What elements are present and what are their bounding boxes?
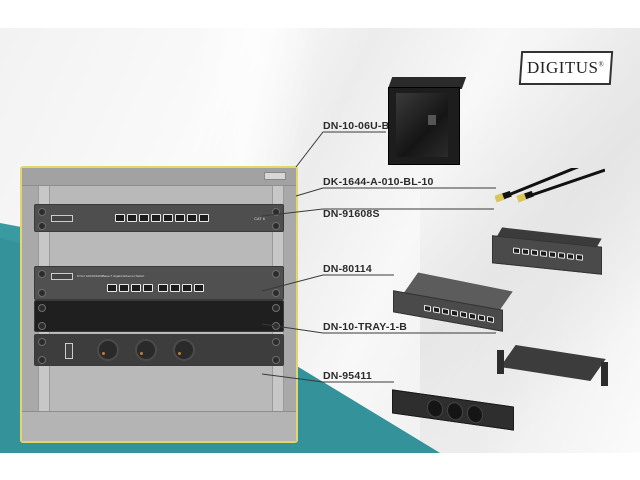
- rj45-port-icon: [119, 284, 129, 292]
- rj45-port-icon: [469, 312, 476, 320]
- callout-leader-lines: [261, 131, 496, 383]
- switch-ports: [424, 304, 494, 324]
- product-tray-image: [495, 340, 617, 392]
- screw-icon: [272, 222, 280, 230]
- rack-pdu: [34, 334, 284, 366]
- patch-panel-caption: CAT 6: [254, 216, 265, 221]
- rj45-port-icon: [170, 284, 180, 292]
- callout-label-tray: DN-10-TRAY-1-B: [323, 321, 408, 333]
- rack-brand-badge: [264, 172, 286, 180]
- brand-plate: [51, 215, 73, 222]
- rj45-port-icon: [175, 214, 185, 222]
- rj45-port-icon: [451, 309, 458, 317]
- screw-icon: [272, 304, 280, 312]
- rack-cabinet: CAT 6 8 Port 10/100/1000Base-T Gigabit E…: [20, 166, 298, 443]
- rj45-port-icon: [576, 254, 583, 261]
- rj45-port-icon: [478, 314, 485, 322]
- rj45-port-icon: [158, 284, 168, 292]
- screw-icon: [38, 222, 46, 230]
- screw-icon: [38, 289, 46, 297]
- product-pdu-image: [392, 389, 520, 436]
- callout-label-switch: DN-80114: [323, 263, 372, 275]
- rj45-port-icon: [549, 251, 556, 258]
- rj45-port-icon: [163, 214, 173, 222]
- rack-tray: [34, 300, 284, 332]
- rj45-port-icon: [442, 307, 449, 316]
- power-socket-icon: [447, 401, 463, 422]
- lock-icon: [428, 115, 436, 125]
- rj45-port-icon: [558, 252, 565, 259]
- patch-panel-ports: [115, 214, 209, 222]
- pdu-face: [392, 389, 514, 431]
- product-patch-cord-image: [495, 168, 605, 203]
- screw-icon: [272, 208, 280, 216]
- rj45-port-icon: [424, 304, 431, 313]
- screw-icon: [272, 270, 280, 278]
- product-patch-panel-image: [492, 227, 610, 275]
- screw-icon: [38, 304, 46, 312]
- rj45-port-icon: [194, 284, 204, 292]
- rj45-port-icon: [567, 253, 574, 260]
- rj45-port-icon: [540, 250, 547, 257]
- rack-switch: 8 Port 10/100/1000Base-T Gigabit Etherne…: [34, 266, 284, 300]
- rj45-port-icon: [182, 284, 192, 292]
- rj45-port-icon: [531, 249, 538, 257]
- rj45-port-icon: [151, 214, 161, 222]
- screw-icon: [272, 356, 280, 364]
- callout-label-patch-panel: DN-91608S: [323, 208, 380, 220]
- rj45-port-icon: [127, 214, 137, 222]
- tray-mount-ear: [497, 350, 504, 374]
- rack-top-bar: [22, 168, 296, 186]
- tray-shelf: [500, 344, 606, 382]
- product-bundle-image: CAT 6 8 Port 10/100/1000Base-T Gigabit E…: [0, 28, 640, 453]
- screw-icon: [38, 208, 46, 216]
- screw-icon: [38, 356, 46, 364]
- tray-mount-ear: [601, 362, 608, 386]
- brand-plate: [51, 273, 73, 280]
- rj45-port-icon: [199, 214, 209, 222]
- rj45-port-icon: [433, 306, 440, 314]
- rj45-port-icon: [131, 284, 141, 292]
- brand-plate: [65, 343, 73, 359]
- switch-caption: 8 Port 10/100/1000Base-T Gigabit Etherne…: [77, 274, 145, 278]
- panel-ports: [513, 247, 583, 261]
- rack-base: [22, 411, 296, 441]
- product-cabinet-image: [387, 77, 468, 167]
- callout-label-cabinet: DN-10-06U-B: [323, 120, 390, 132]
- rj45-port-icon: [107, 284, 117, 292]
- rj45-port-icon: [139, 214, 149, 222]
- callout-label-pdu: DN-95411: [323, 370, 372, 382]
- cabinet-glass-door: [396, 93, 448, 157]
- screw-icon: [38, 322, 46, 330]
- switch-ports: [107, 284, 204, 292]
- rj45-port-icon: [143, 284, 153, 292]
- screw-icon: [272, 338, 280, 346]
- rj45-port-icon: [187, 214, 197, 222]
- screw-icon: [38, 270, 46, 278]
- rj45-port-icon: [487, 315, 494, 324]
- power-socket-icon: [97, 339, 119, 361]
- rj45-port-icon: [115, 214, 125, 222]
- screw-icon: [272, 289, 280, 297]
- rj45-port-icon: [513, 247, 520, 255]
- power-socket-icon: [427, 398, 443, 419]
- power-socket-icon: [467, 403, 483, 425]
- callout-label-patch-cord: DK-1644-A-010-BL-10: [323, 176, 434, 188]
- rack-patch-panel: CAT 6: [34, 204, 284, 232]
- rj45-port-icon: [522, 248, 529, 256]
- screw-icon: [38, 338, 46, 346]
- power-socket-icon: [135, 339, 157, 361]
- power-socket-icon: [173, 339, 195, 361]
- product-switch-image: [393, 272, 513, 338]
- rj45-port-icon: [460, 311, 467, 319]
